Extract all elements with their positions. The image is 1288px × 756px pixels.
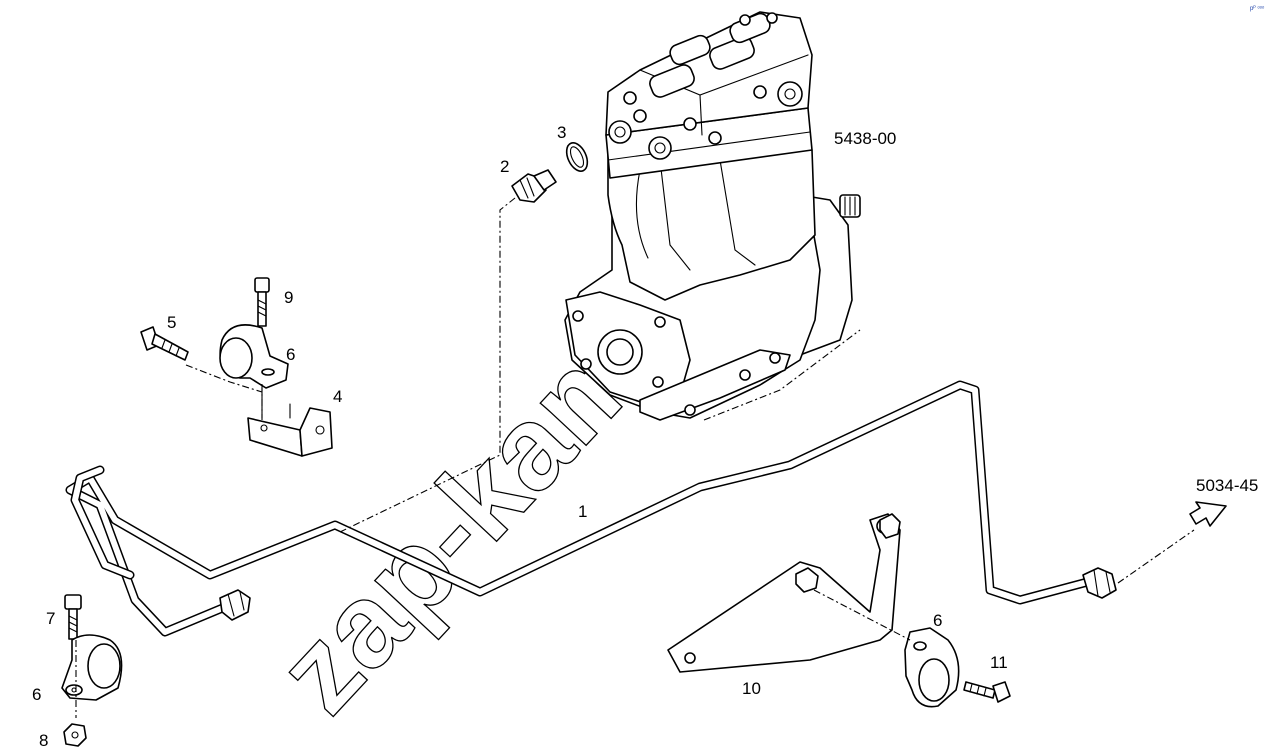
support-bracket-10 (667, 513, 901, 673)
callout-6-left: 6 (32, 685, 41, 704)
callout-10: 10 (742, 679, 761, 698)
leader-lines (75, 197, 1195, 718)
callout-6-upper: 6 (286, 345, 295, 364)
callout-9: 9 (284, 288, 293, 307)
callout-11: 11 (990, 653, 1008, 672)
pipe-clamp-6-left (61, 634, 123, 701)
air-compressor (564, 11, 861, 421)
continuation-arrow (1189, 501, 1227, 527)
callout-1: 1 (578, 502, 587, 521)
bolt-9 (254, 277, 270, 327)
callout-6-right: 6 (933, 611, 942, 630)
pipe-clamp-6-right (904, 627, 960, 708)
union-fitting-2 (511, 169, 557, 203)
pipe-clamp-6-upper (219, 324, 289, 389)
corner-note: pᴾ ᵒᵒᵒ (1250, 5, 1265, 12)
nut-8 (63, 723, 87, 747)
mounting-bracket-4 (247, 387, 333, 457)
callout-8: 8 (39, 731, 48, 750)
callout-3: 3 (557, 123, 566, 142)
bolt-11 (963, 681, 1011, 703)
pipe-1 (65, 380, 1117, 637)
seal-ring-3 (565, 142, 589, 172)
callout-4: 4 (333, 387, 342, 406)
bolt-7 (64, 594, 82, 640)
callout-2: 2 (500, 157, 509, 176)
callout-7: 7 (46, 609, 55, 628)
reference-compressor: 5438-00 (834, 129, 896, 148)
reference-continuation: 5034-45 (1196, 476, 1258, 495)
callout-5: 5 (167, 313, 176, 332)
bolt-5 (140, 326, 189, 361)
